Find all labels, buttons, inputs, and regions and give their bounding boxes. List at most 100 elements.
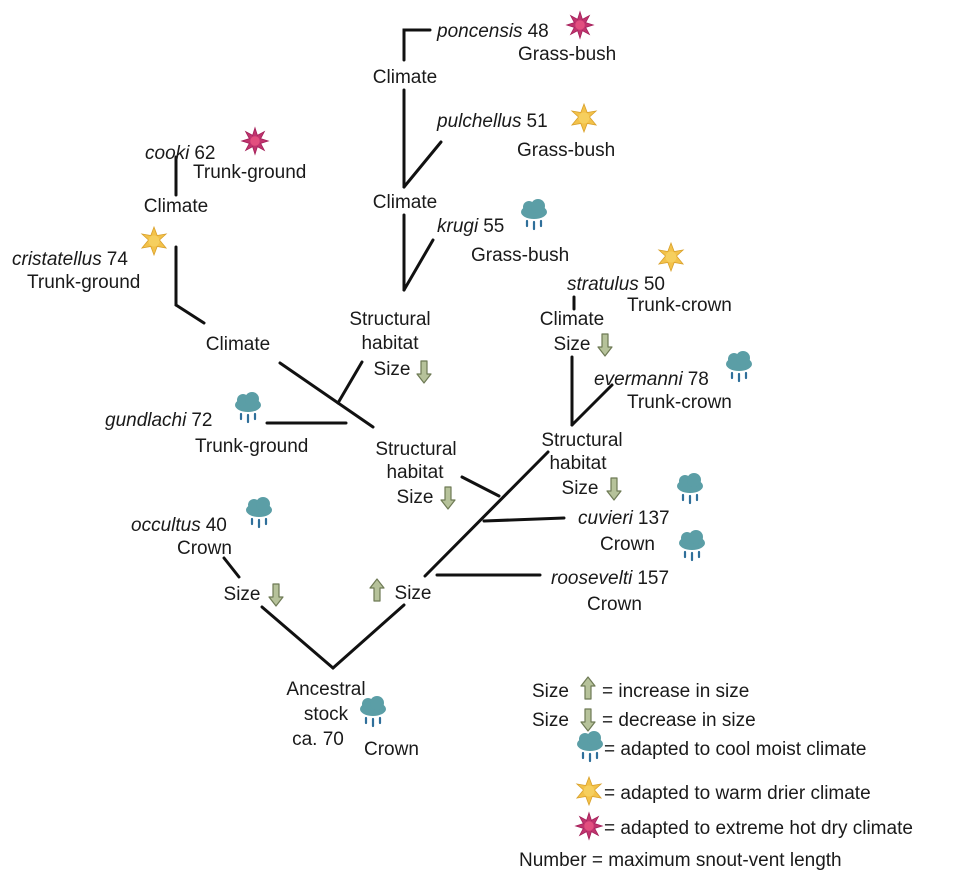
size-label: Size [397,487,434,508]
burst-icon [241,127,269,155]
species-habitat: Crown [177,538,232,559]
species-habitat: Trunk-ground [27,272,140,293]
species-habitat: Grass-bush [518,44,616,65]
legend-warm-text: = adapted to warm drier climate [604,783,871,804]
rain-cloud-icon [244,495,274,529]
legend-size-word: Size [532,710,569,731]
rain-cloud-icon [519,197,549,231]
species-habitat: Grass-bush [471,245,569,266]
climate-label: Climate [206,334,270,355]
burst-icon [575,812,603,840]
legend-number-text: Number = maximum snout-vent length [519,850,842,871]
climate-label: Climate [144,196,208,217]
burst-icon [566,11,594,39]
decrease-arrow-icon [597,333,613,357]
legend-decrease: Size = decrease in size [532,708,756,732]
species-name: stratulus [567,274,639,295]
rain-cloud-icon [575,729,605,763]
branch-root-right [331,603,406,670]
species-size: 48 [528,21,549,42]
legend-cool-text: = adapted to cool moist climate [604,739,866,760]
species-size: 55 [483,216,504,237]
species-habitat: Trunk-crown [627,295,732,316]
habitat-label: habitat [361,333,419,354]
climate-label: Climate [540,309,604,330]
species-name: evermanni [594,369,683,390]
species-size: 40 [206,515,227,536]
branch-main-stem [423,450,550,578]
decrease-arrow-icon [440,486,456,510]
legend-decrease-text: = decrease in size [602,710,756,731]
branch-evermanni [570,383,614,427]
sun-icon [141,226,167,256]
branch-root-left [260,605,335,670]
ancestor-line1: Ancestral [286,679,365,700]
rain-cloud-icon [675,471,705,505]
rain-cloud-icon [233,390,263,424]
decrease-arrow-icon [268,583,284,607]
branch-trunk-ground-clade [174,303,206,325]
species-name: krugi [437,216,479,237]
species-size: 74 [107,249,129,270]
species-size: 50 [644,274,665,295]
rain-cloud-icon [724,349,754,383]
species-size: 62 [194,143,215,164]
species-name: cooki [145,143,190,164]
species-size: 78 [688,369,709,390]
species-size: 137 [638,508,670,529]
branch-occultus [222,556,241,579]
species-name: pulchellus [436,111,522,132]
decrease-arrow-icon [416,360,432,384]
decrease-arrow-icon [606,477,622,501]
branch-grass-clade [336,360,364,405]
habitat-label: habitat [549,453,607,474]
legend-hot: = adapted to extreme hot dry climate [575,812,913,840]
legend-warm: = adapted to warm drier climate [576,776,871,806]
decrease-arrow-icon [580,708,596,732]
ancestor-habitat: Crown [364,739,419,760]
size-label: Size [395,583,432,604]
legend-hot-text: = adapted to extreme hot dry climate [604,818,913,839]
species-size: 72 [191,410,212,431]
habitat-label: habitat [386,462,444,483]
rain-cloud-icon [677,528,707,562]
ancestor-line2: stock [304,704,349,725]
species-name: roosevelti [551,568,633,589]
species-name: poncensis [436,21,523,42]
species-habitat: Trunk-ground [193,162,306,183]
node-labels: Climate Climate Climate Climate Climate … [144,67,623,607]
branch-poncensis [402,28,432,62]
species-name: cuvieri [578,508,634,529]
increase-arrow-icon [369,578,385,602]
rain-cloud-icon [358,694,388,728]
species-name: gundlachi [105,410,187,431]
ancestor-line3: ca. 70 [292,729,344,750]
branch-cuvieri [482,516,566,523]
size-label: Size [562,478,599,499]
climate-label: Climate [373,192,437,213]
size-label: Size [374,359,411,380]
size-label: Size [224,584,261,605]
branches [174,28,614,670]
structural-label: Structural [541,430,622,451]
branch-krugi [402,238,435,292]
legend-cool: = adapted to cool moist climate [575,729,866,763]
climate-label: Climate [373,67,437,88]
